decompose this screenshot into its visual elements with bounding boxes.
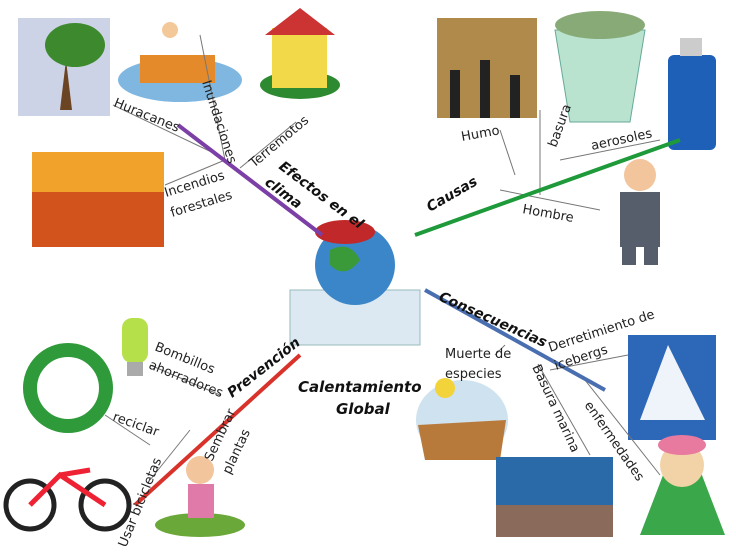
- efectos-branch-line: [176, 123, 324, 237]
- usar-bicicletas-label: Usar bicicletas: [116, 456, 166, 550]
- trash-can-image: [554, 11, 646, 123]
- hurricane-tree-image: [18, 18, 110, 116]
- center-title-1: Calentamiento: [298, 378, 422, 396]
- cfl-bulb-image: [122, 318, 148, 376]
- iceberg-image: [628, 335, 716, 440]
- muerte-label: Muerte de: [445, 347, 511, 362]
- bicycle-image: [3, 467, 132, 532]
- hombre-label: Hombre: [521, 202, 575, 226]
- melting-earth-image: [289, 220, 421, 346]
- dry-land-skull-image: [416, 378, 508, 460]
- prevencion-branch-line: [133, 353, 302, 507]
- flooded-house-image: [118, 22, 242, 102]
- causas-branch-line: [414, 138, 681, 237]
- consecuencias-label: Consecuencias: [436, 289, 549, 351]
- center-title-2: Global: [336, 400, 391, 418]
- child-planting-image: [155, 456, 245, 537]
- forest-fire-image: [32, 152, 164, 247]
- humo-label: Humo: [460, 123, 501, 144]
- causas-label: Causas: [424, 174, 480, 216]
- especies-label: especies: [445, 367, 502, 382]
- recycle-image: [23, 343, 113, 433]
- consecuencias-branch-line: [424, 288, 606, 392]
- terremotos-label: Terremotos: [246, 113, 312, 172]
- huracanes-label: Huracanes: [112, 96, 182, 136]
- basura-label: basura: [546, 102, 575, 149]
- aerosoles-label: aerosoles: [590, 126, 654, 154]
- basura-marina-label: Basura marina: [528, 362, 582, 455]
- earthquake-house-image: [260, 8, 340, 99]
- polluted-wave-image: [496, 457, 613, 537]
- aerosol-can-image: [668, 38, 716, 150]
- businessman-image: [620, 159, 660, 265]
- factory-smoke-image: [437, 18, 537, 118]
- prevencion-label: Prevención: [225, 335, 304, 401]
- sick-person-image: [640, 435, 725, 535]
